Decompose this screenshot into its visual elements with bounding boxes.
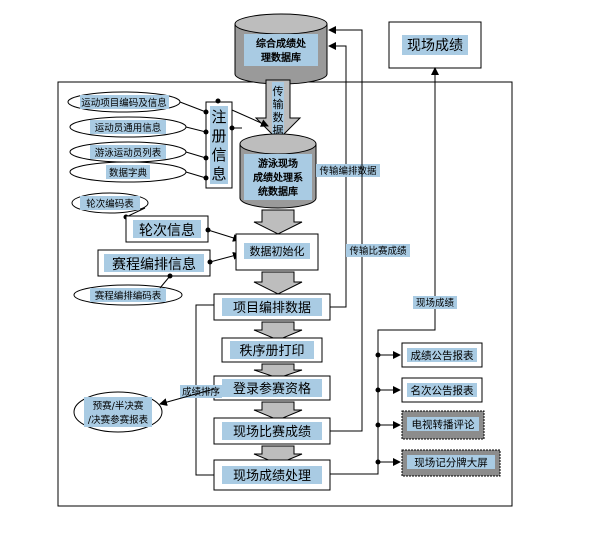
live-results-label: 现场成绩 — [407, 38, 463, 54]
swim-db-line3: 统数据库 — [258, 185, 298, 198]
transfer-results-label: 传输比赛成绩 — [349, 245, 407, 257]
swim-db-line2: 成绩处理系 — [253, 171, 303, 184]
register-eligibility-label: 登录参赛资格 — [233, 381, 311, 397]
central-db-line1: 综合成绩处 — [256, 37, 307, 50]
live-results-line-label: 现场成绩 — [416, 297, 455, 309]
scoreboard-label: 现场记分牌大屏 — [414, 456, 488, 469]
results-report-label: 成绩公告报表 — [411, 349, 474, 362]
prelim-line1: 预赛/半决赛 — [93, 400, 144, 412]
central-database: 综合成绩处 理数据库 — [234, 13, 328, 85]
event-schedule-label: 项目编排数据 — [233, 301, 311, 316]
oval-athlete-info: 运动员通用信息 — [69, 116, 187, 138]
oval-prelim-reports: 预赛/半决赛 /决赛参赛报表 — [73, 391, 163, 433]
transfer-data-label: 传输数据 — [273, 85, 284, 137]
live-processing-label: 现场成绩处理 — [233, 469, 311, 484]
oval-schedule-codes: 赛程编排编码表 — [73, 284, 183, 306]
live-competition-label: 现场比赛成绩 — [233, 424, 311, 440]
prelim-line2: /决赛参赛报表 — [88, 414, 149, 426]
oval-round-codes: 轮次编码表 — [71, 192, 149, 214]
ranking-report-label: 名次公告报表 — [411, 384, 474, 397]
svg-text:运动项目编码及信息: 运动项目编码及信息 — [81, 97, 167, 109]
oval-data-dictionary: 数据字典 — [69, 161, 187, 183]
data-init-label: 数据初始化 — [250, 244, 305, 258]
svg-text:轮次编码表: 轮次编码表 — [86, 198, 134, 210]
svg-text:赛程编排编码表: 赛程编排编码表 — [95, 290, 162, 302]
registration-info-label: 注册信息 — [211, 108, 226, 183]
svg-text:运动员通用信息: 运动员通用信息 — [95, 122, 162, 134]
swim-db-line1: 游泳现场 — [258, 157, 298, 170]
transfer-data-arrow: 传输数据 — [254, 79, 302, 141]
svg-text:游泳运动员列表: 游泳运动员列表 — [95, 147, 162, 159]
tv-commentary-label: 电视转播评论 — [412, 418, 475, 431]
order-print-label: 秩序册打印 — [239, 344, 304, 359]
central-db-line2: 理数据库 — [261, 51, 301, 64]
schedule-info-label: 赛程编排信息 — [112, 256, 196, 273]
round-info-label: 轮次信息 — [139, 222, 195, 239]
transfer-schedule-label: 传输编排数据 — [319, 165, 377, 177]
oval-swimmer-list: 游泳运动员列表 — [69, 141, 187, 163]
oval-event-codes: 运动项目编码及信息 — [67, 91, 181, 113]
swim-database: 游泳现场 成绩处理系 统数据库 — [239, 133, 317, 209]
svg-text:数据字典: 数据字典 — [109, 167, 148, 179]
